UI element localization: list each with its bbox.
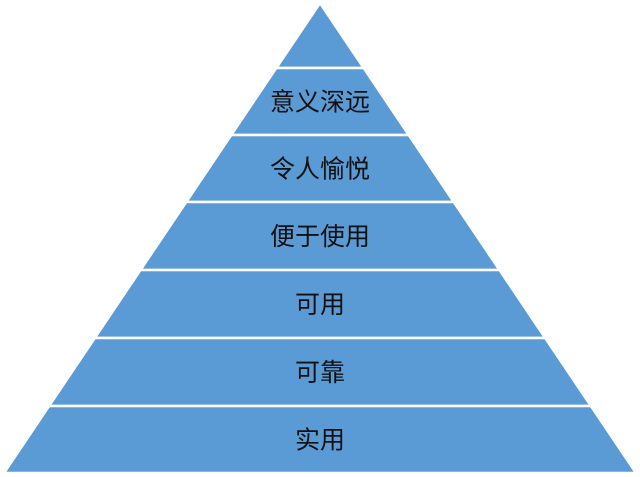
pyramid-layer-label-4: 便于使用 [270, 222, 370, 251]
pyramid-layer-1 [275, 1, 365, 70]
pyramid-layer-label-6: 可靠 [295, 358, 345, 387]
pyramid-layer-label-7: 实用 [295, 426, 345, 455]
pyramid-layer-label-3: 令人愉悦 [270, 155, 370, 184]
pyramid-layer-7 [2, 404, 638, 475]
pyramid-layer-label-2: 意义深远 [270, 88, 370, 117]
pyramid-layer-label-5: 可用 [295, 290, 345, 319]
